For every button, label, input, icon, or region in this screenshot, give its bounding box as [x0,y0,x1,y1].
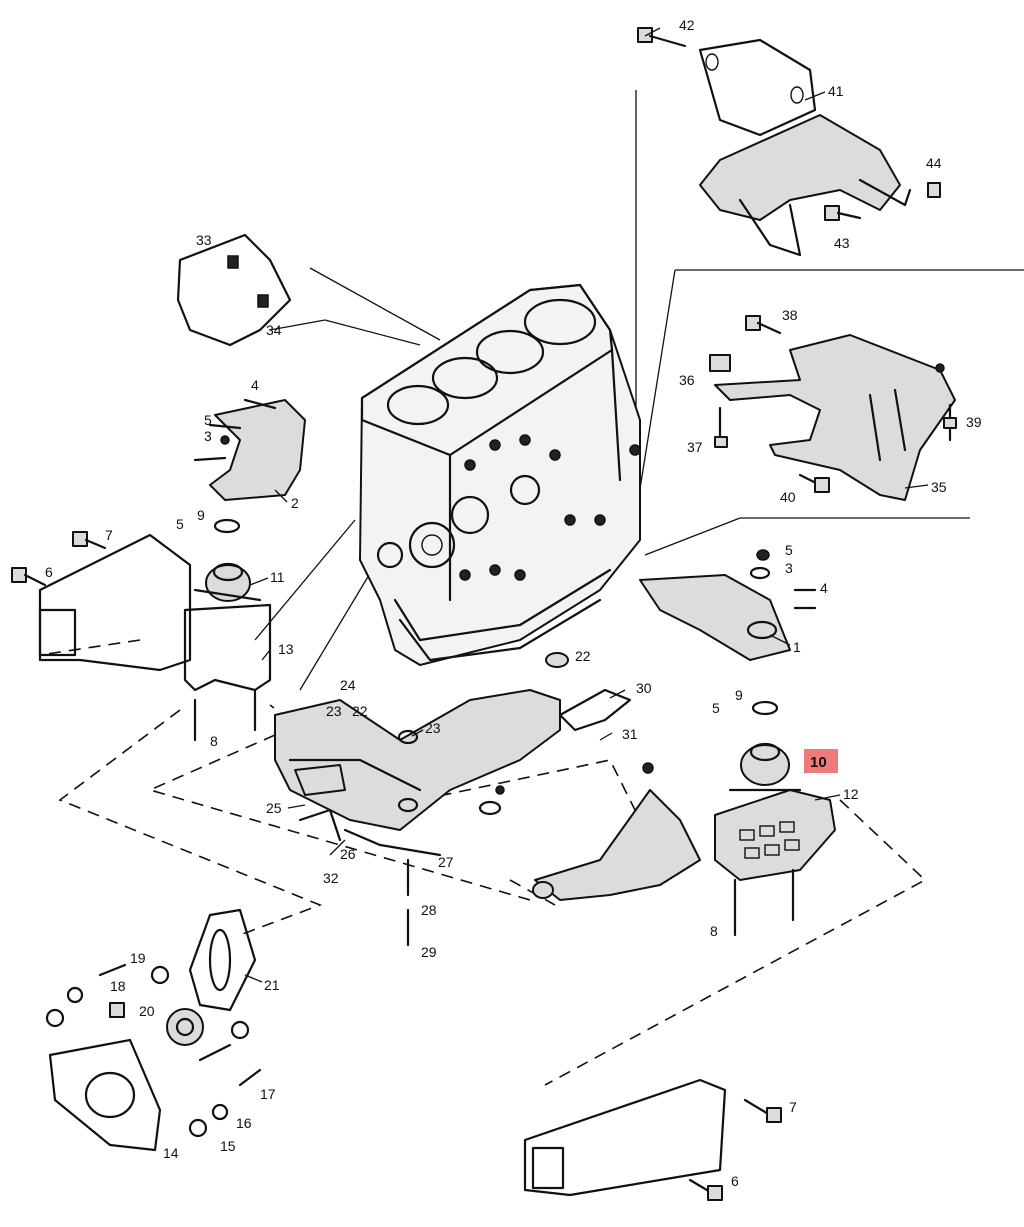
bolt-6-left [11,567,47,587]
spacer-36 [709,354,731,372]
label-23: 23 [425,720,441,736]
engine-block [359,283,641,666]
subframe [274,689,561,831]
label-41: 41 [828,83,844,99]
heat-shield-33 [176,233,292,347]
label-32: 32 [323,870,339,886]
label-3-right: 3 [785,560,793,576]
label-5-right: 5 [785,542,793,558]
bushing-22-top [545,652,569,668]
label-9-right: 9 [735,687,743,703]
label-4-left: 4 [251,377,259,393]
bracket-14 [48,1038,162,1152]
label-21: 21 [264,977,280,993]
bolt-38 [745,315,782,335]
label-28: 28 [421,902,437,918]
label-15: 15 [220,1138,236,1154]
bolt-37 [714,406,728,448]
bolt-43 [824,205,862,221]
label-11: 11 [270,569,285,585]
bracket-25-26 [294,764,346,842]
label-26: 26 [340,846,356,862]
bolt-7-left [72,531,107,550]
bracket-12 [714,789,836,937]
label-37: 37 [687,439,703,455]
label-24: 24 [340,677,356,693]
label-16: 16 [236,1115,252,1131]
label-12: 12 [843,786,859,802]
label-4-right: 4 [820,580,828,596]
label-34: 34 [266,322,282,338]
bolt-42 [637,27,687,48]
label-22-group: 22 [352,703,368,719]
label-30: 30 [636,680,652,696]
bolt-40 [798,473,830,493]
label-6-right: 6 [731,1173,739,1189]
label-8-right: 8 [710,923,718,939]
bracket-2 [209,399,306,501]
bolts-bottom-left [45,963,262,1138]
bracket-35 [714,334,956,501]
label-38: 38 [782,307,798,323]
label-5-right-lower: 5 [712,700,720,716]
label-17: 17 [260,1086,276,1102]
label-5-left-lower: 5 [176,516,184,532]
label-42: 42 [679,17,695,33]
crossmember-left [38,533,192,672]
bracket-13 [183,603,272,742]
bolt-39 [943,403,957,442]
label-10: 10 [810,754,827,771]
bracket-30 [558,688,632,732]
label-7-right: 7 [789,1099,797,1115]
bushing-20 [166,1008,204,1046]
label-40: 40 [780,489,796,505]
label-5-left-upper: 5 [204,412,212,428]
label-35: 35 [931,479,947,495]
engine-mount-11 [193,562,262,602]
control-arm [532,762,701,901]
label-29: 29 [421,944,437,960]
label-39: 39 [966,414,982,430]
label-leaders [244,27,929,983]
label-8-left: 8 [210,733,218,749]
engine-mount-10 [728,742,802,792]
label-23-group: 23 [326,703,342,719]
highlight-box-10 [804,749,838,773]
label-13: 13 [278,641,294,657]
label-36: 36 [679,372,695,388]
washer-9-left [213,518,241,534]
bolt-6-right [688,1178,723,1201]
label-9-left: 9 [197,507,205,523]
label-18: 18 [110,978,126,994]
label-2: 2 [291,495,299,511]
label-20: 20 [139,1003,155,1019]
label-1: 1 [793,639,801,655]
label-44: 44 [926,155,942,171]
label-3-left: 3 [204,428,212,444]
bracket-21 [188,908,257,1012]
label-31: 31 [622,726,638,742]
label-27: 27 [438,854,454,870]
bolts-left-upper [193,398,277,462]
label-14: 14 [163,1145,179,1161]
crossmember-right [523,1078,727,1197]
rod-27 [343,828,442,857]
part-labels: 1 2 3 3 4 4 5 5 5 5 6 6 7 7 8 8 9 9 10 1… [45,17,982,1189]
label-25: 25 [266,800,282,816]
washer-9-right [751,700,779,716]
label-7-left: 7 [105,527,113,543]
label-43: 43 [834,235,850,251]
washers-right-upper [749,549,817,610]
bolt-7-right [743,1098,782,1123]
label-33: 33 [196,232,212,248]
label-22-top: 22 [575,648,591,664]
bracket-1 [639,574,791,661]
bracket-41 [698,38,912,257]
nut-44 [927,182,941,198]
label-6-left: 6 [45,564,53,580]
label-19: 19 [130,950,146,966]
